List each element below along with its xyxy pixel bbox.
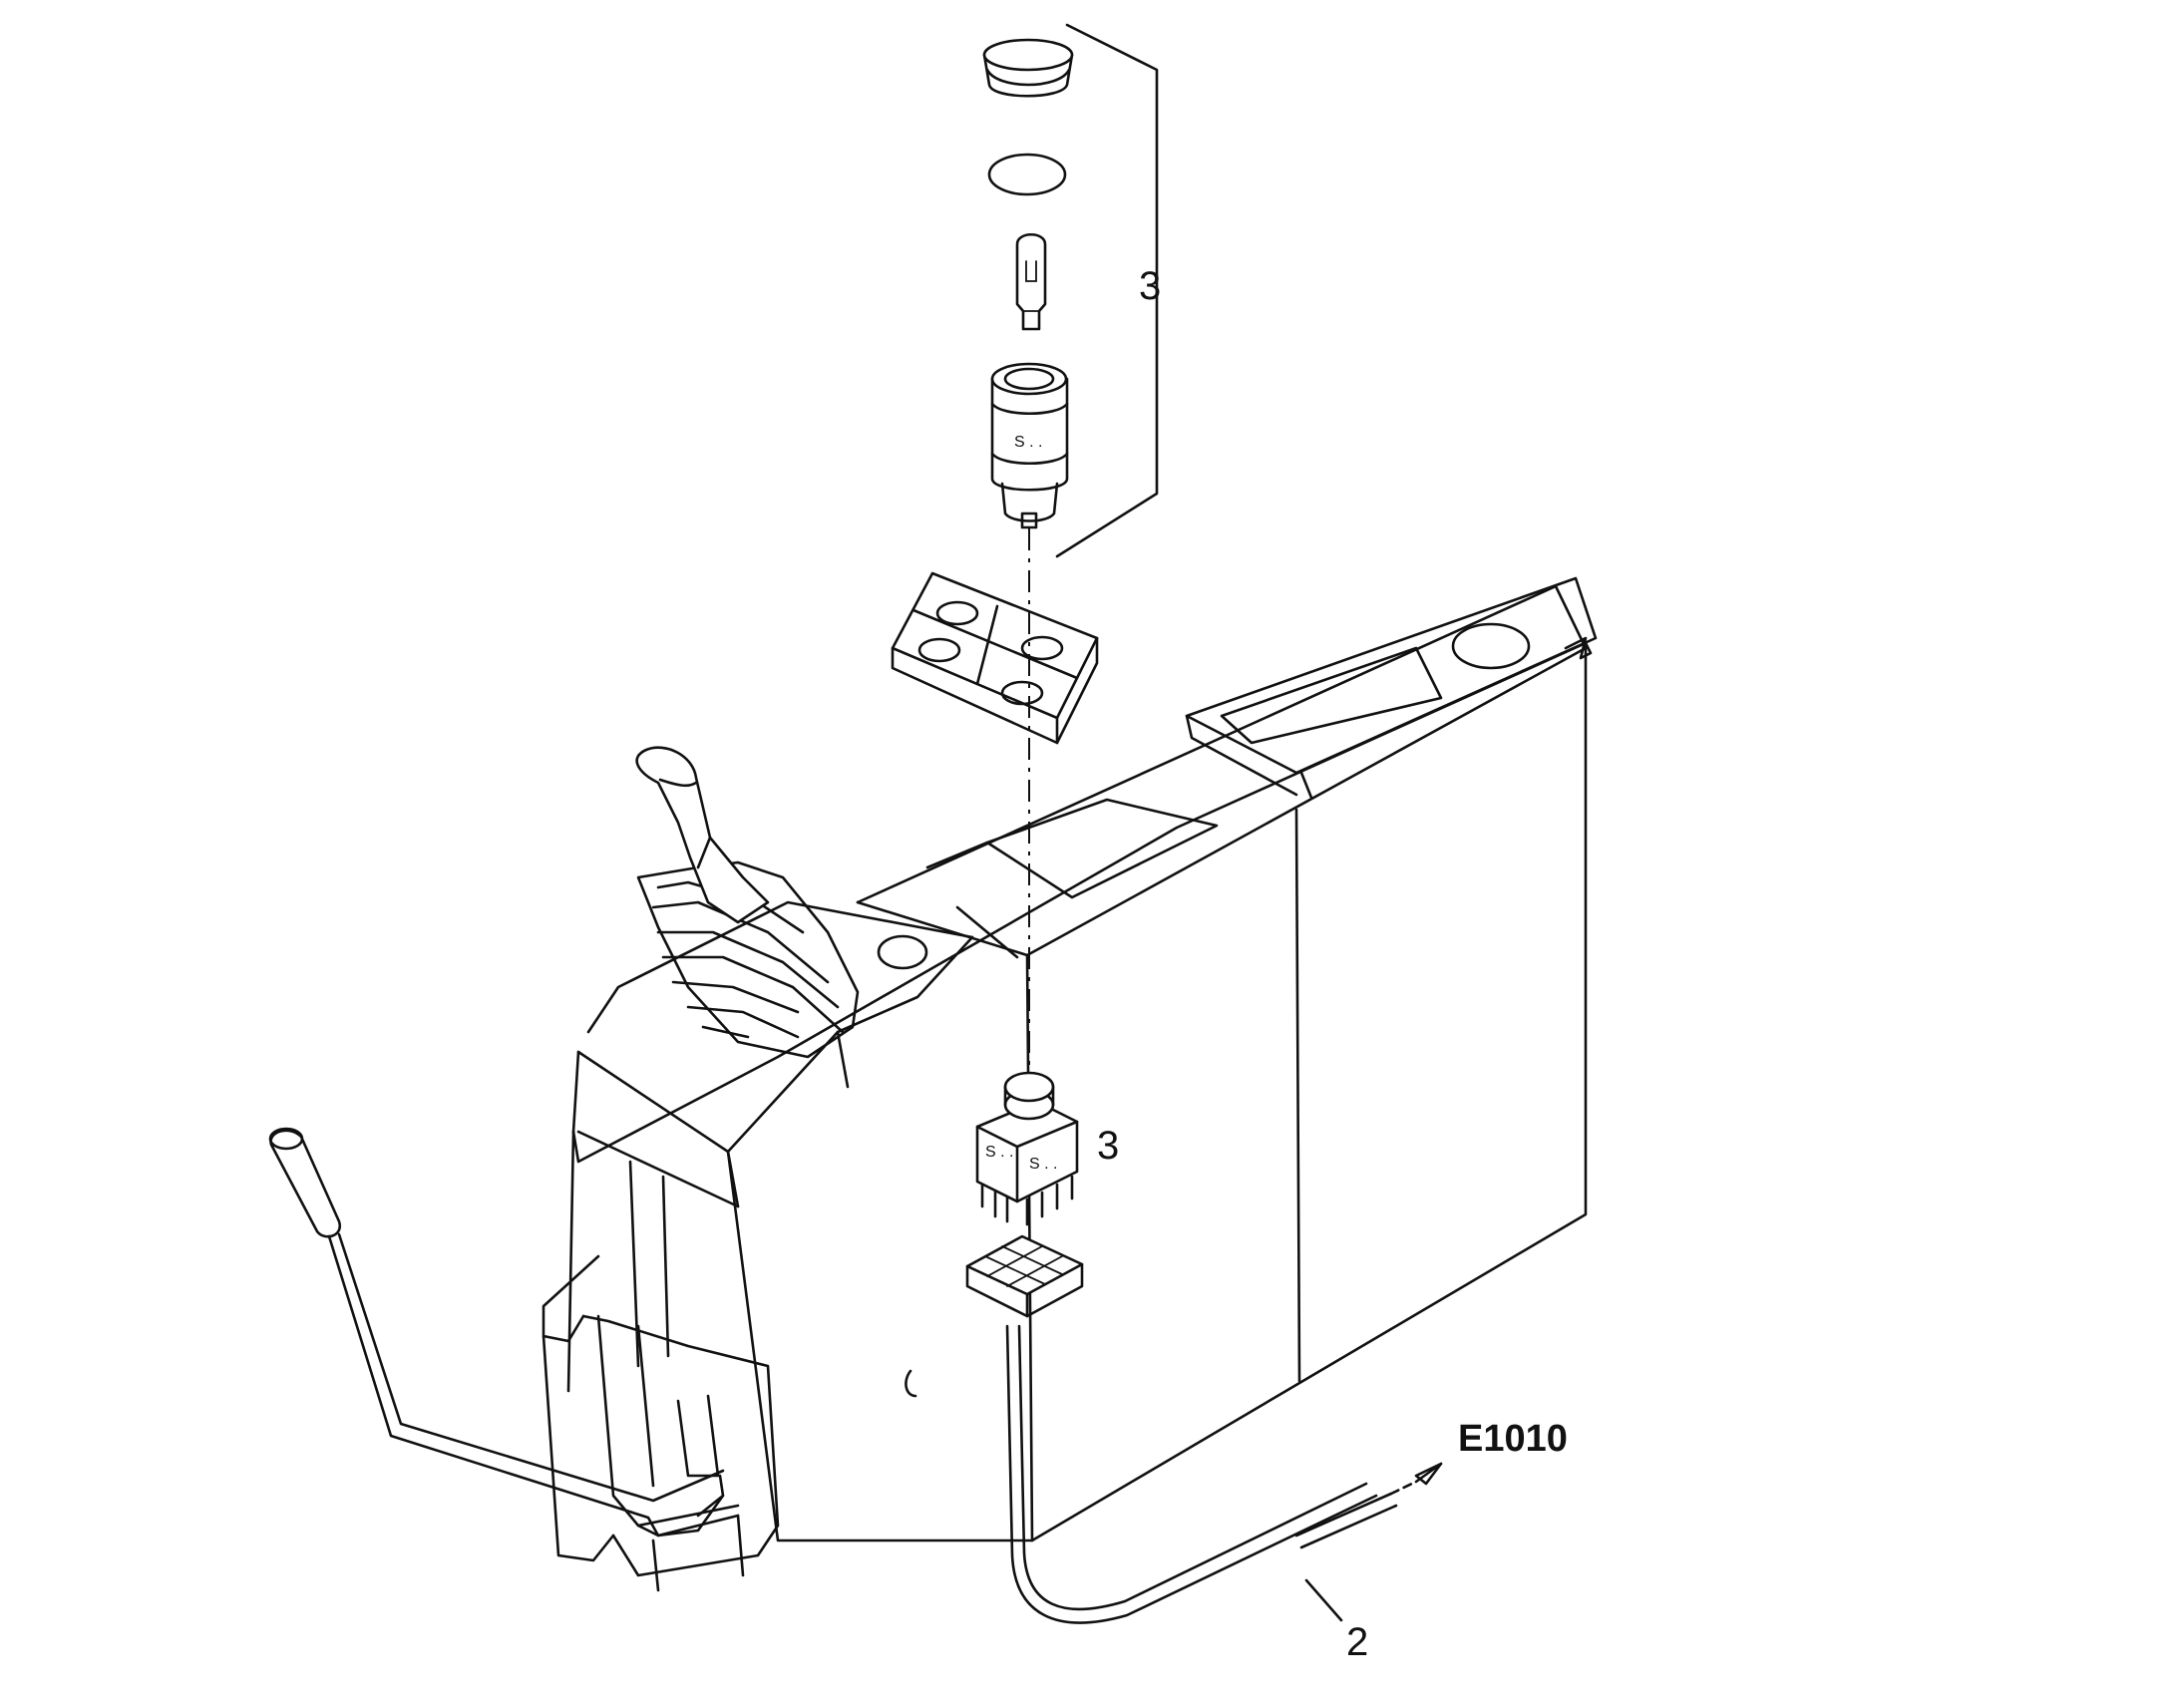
cable-leader: [1304, 1578, 1343, 1622]
joystick: [635, 746, 860, 1059]
lever-bracket: [542, 1254, 780, 1592]
joystick-housing: [571, 900, 974, 1368]
lamp-socket: S . .: [990, 362, 1069, 529]
lever: [268, 1127, 725, 1537]
svg-text:S . .: S . .: [985, 1144, 1013, 1161]
svg-text:S . .: S . .: [1029, 1156, 1057, 1173]
indicator-hole: [1451, 622, 1531, 670]
callout-3-group: 3: [1139, 264, 1161, 308]
o-ring: [987, 153, 1067, 196]
group-bracket: [1055, 23, 1159, 558]
switch-body: S . . S . .: [975, 1071, 1079, 1226]
display-panel: [1185, 576, 1598, 800]
connector-plug: [965, 1234, 1084, 1318]
mounting-plate: [891, 571, 1099, 745]
callout-2-cable: 2: [1346, 1620, 1368, 1664]
reference-e1010: E1010: [1458, 1418, 1568, 1460]
control-console: [268, 576, 1598, 1592]
lamp-cap: [982, 38, 1074, 98]
svg-text:S . .: S . .: [1014, 434, 1042, 451]
callout-3-switch: 3: [1097, 1124, 1119, 1168]
bulb: [1015, 232, 1047, 331]
wiring-cable: [1005, 1324, 1443, 1624]
